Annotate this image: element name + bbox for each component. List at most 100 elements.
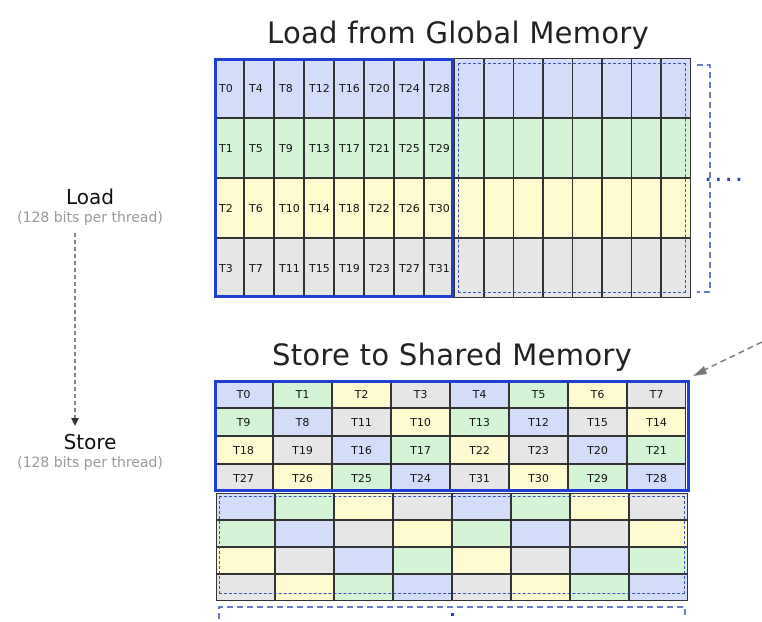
- shared-cell: T8: [273, 408, 332, 436]
- shared-empty-cell: [452, 547, 511, 574]
- global-cell: T30: [424, 178, 454, 238]
- shared-empty-cell: [393, 520, 452, 547]
- shared-empty-cell: [511, 574, 570, 601]
- shared-empty-cell: [216, 547, 275, 574]
- shared-empty-cell: [452, 493, 511, 520]
- shared-empty-cell: [452, 574, 511, 601]
- store-label-text: Store: [63, 430, 117, 454]
- shared-empty-cell: [570, 574, 629, 601]
- global-cell: T13: [304, 118, 334, 178]
- shared-empty-cell: [216, 493, 275, 520]
- load-label-sub: (128 bits per thread): [17, 210, 163, 226]
- shared-empty-cell: [629, 493, 688, 520]
- global-empty-cell: [454, 178, 484, 238]
- shared-empty-cell: [275, 520, 334, 547]
- global-cell: T12: [304, 58, 334, 118]
- shared-cell: T4: [450, 380, 509, 408]
- store-label-sub: (128 bits per thread): [17, 455, 163, 471]
- shared-cell: T23: [509, 436, 568, 464]
- shared-empty-cell: [452, 520, 511, 547]
- shared-empty-cell: [334, 574, 393, 601]
- global-load-highlight: [214, 58, 454, 298]
- global-cell: T27: [394, 238, 424, 298]
- shared-cell: T15: [568, 408, 627, 436]
- global-empty-cell: [542, 238, 573, 298]
- global-cell: T11: [274, 238, 304, 298]
- global-empty-cell: [601, 58, 632, 118]
- global-cell: T14: [304, 178, 334, 238]
- global-next-tile-dashed: [458, 63, 686, 293]
- shared-cell: T21: [627, 436, 686, 464]
- load-label: Load (128 bits per thread): [0, 185, 220, 226]
- shared-cell: T24: [391, 464, 450, 492]
- global-empty-cell: [601, 118, 632, 178]
- shared-empty-cell: [511, 547, 570, 574]
- shared-cell: T10: [391, 408, 450, 436]
- global-empty-cell: [542, 58, 573, 118]
- shared-cell: T7: [627, 380, 686, 408]
- shared-cell: T30: [509, 464, 568, 492]
- global-right-bracket: [697, 64, 711, 293]
- global-cell: T22: [364, 178, 394, 238]
- shared-cell: T29: [568, 464, 627, 492]
- shared-empty-cell: [511, 520, 570, 547]
- shared-empty-cell: [393, 574, 452, 601]
- global-cell: T24: [394, 58, 424, 118]
- global-empty-cell: [572, 178, 602, 238]
- shared-empty-cell: [216, 520, 275, 547]
- global-cell: T6: [244, 178, 274, 238]
- shared-cell: T19: [273, 436, 332, 464]
- global-empty-cell: [572, 238, 602, 298]
- shared-empty-cell: [334, 493, 393, 520]
- shared-empty-cell: [275, 493, 334, 520]
- shared-cell: T11: [332, 408, 391, 436]
- global-empty-cell: [513, 58, 543, 118]
- shared-cell: T20: [568, 436, 627, 464]
- global-cell: T23: [364, 238, 394, 298]
- shared-empty-cell: [629, 574, 688, 601]
- shared-empty-cell: [393, 547, 452, 574]
- shared-empty-cell: [570, 493, 629, 520]
- shared-cell: T31: [450, 464, 509, 492]
- global-cell: T0: [214, 58, 244, 118]
- shared-cell: T16: [332, 436, 391, 464]
- shared-cell: T3: [391, 380, 450, 408]
- shared-empty-cell: [570, 547, 629, 574]
- load-title: Load from Global Memory: [267, 16, 650, 50]
- shared-empty-cell: [393, 493, 452, 520]
- shared-empty-cell: [570, 520, 629, 547]
- shared-cell: T13: [450, 408, 509, 436]
- shared-empty-cell: [216, 574, 275, 601]
- shared-empty-cell: [334, 547, 393, 574]
- global-empty-cell: [483, 118, 514, 178]
- shared-cell: T12: [509, 408, 568, 436]
- shared-empty-cell: [275, 574, 334, 601]
- shared-cell: T5: [509, 380, 568, 408]
- global-cell: T19: [334, 238, 364, 298]
- shared-bottom-bracket: [218, 606, 686, 619]
- shared-empty-cell: [334, 520, 393, 547]
- load-to-store-arrowhead: [71, 418, 79, 426]
- shared-empty-cell: [629, 520, 688, 547]
- global-cell: T16: [334, 58, 364, 118]
- global-empty-cell: [483, 178, 514, 238]
- global-cell: T26: [394, 178, 424, 238]
- global-cell: T10: [274, 178, 304, 238]
- global-empty-cell: [631, 178, 661, 238]
- global-cell: T2: [214, 178, 244, 238]
- global-cell: T20: [364, 58, 394, 118]
- shared-next-tile-dashed: [219, 496, 685, 594]
- global-empty-cell: [542, 178, 573, 238]
- shared-cell: T14: [627, 408, 686, 436]
- shared-store-highlight: [214, 380, 690, 492]
- global-cell: T17: [334, 118, 364, 178]
- global-cell: T15: [304, 238, 334, 298]
- load-label-text: Load: [66, 185, 114, 209]
- shared-cell: T22: [450, 436, 509, 464]
- global-cell: T31: [424, 238, 454, 298]
- global-empty-cell: [542, 118, 573, 178]
- bracket-dot: [451, 613, 454, 616]
- global-cell: T25: [394, 118, 424, 178]
- global-empty-cell: [454, 238, 484, 298]
